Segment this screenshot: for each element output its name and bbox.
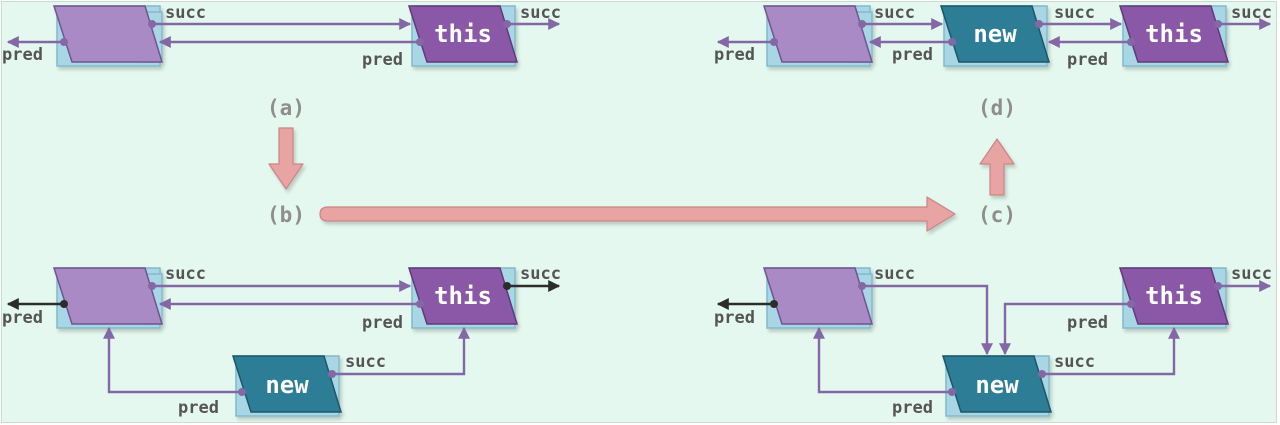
state-b: this new succ succ pred pred succ pred — [2, 264, 561, 418]
succ-label: succ — [520, 3, 561, 23]
list-node-this: this — [407, 5, 519, 67]
list-node-new: new — [231, 355, 343, 417]
node-label-this: this — [434, 282, 492, 310]
pointer-dot — [238, 388, 246, 396]
pred-label: pred — [2, 308, 43, 328]
state-a: this succ succ pred pred — [2, 3, 561, 70]
pointer-dot — [60, 300, 68, 308]
pointer-dot — [60, 38, 68, 46]
step-label-d: (d) — [978, 96, 1016, 120]
pointer-dot — [503, 282, 511, 290]
new-succ-link — [332, 326, 470, 376]
pred-label: pred — [892, 398, 933, 418]
this-pred-link — [999, 302, 1131, 356]
pointer-dot — [416, 38, 424, 46]
list-node-prev — [762, 5, 874, 67]
pred-label: pred — [1067, 50, 1108, 70]
succ-label: succ — [165, 264, 206, 284]
list-node-this: this — [407, 267, 519, 329]
succ-label: succ — [1054, 352, 1095, 372]
pred-label: pred — [714, 308, 755, 328]
succ-label: succ — [874, 264, 915, 284]
succ-label: succ — [1054, 3, 1095, 23]
pred-label: pred — [178, 398, 219, 418]
step-transitions: (a) (b) (d) (c) — [267, 96, 1016, 232]
pointer-dot — [148, 282, 156, 290]
pointer-dot — [948, 388, 956, 396]
pointer-dot — [1127, 300, 1135, 308]
pointer-dot — [416, 300, 424, 308]
new-pred-link — [813, 326, 952, 394]
step-label-b: (b) — [267, 203, 305, 227]
node-label-new: new — [975, 371, 1019, 399]
list-node-this: this — [1118, 5, 1230, 67]
list-node-prev — [762, 267, 874, 329]
pointer-dot — [770, 300, 778, 308]
pred-label: pred — [714, 45, 755, 65]
list-node-new: new — [941, 355, 1053, 417]
pointer-dot — [1035, 20, 1043, 28]
node-label-this: this — [434, 20, 492, 48]
node-label-this: this — [1145, 282, 1203, 310]
prev-succ-link — [862, 284, 993, 356]
step-label-a: (a) — [267, 96, 305, 120]
node-label-new: new — [265, 371, 309, 399]
node-label-this: this — [1145, 20, 1203, 48]
pointer-dot — [1214, 20, 1222, 28]
list-node-prev — [52, 5, 164, 67]
pointer-dot — [1127, 38, 1135, 46]
state-c: this new succ succ pred pred succ pred — [714, 264, 1272, 418]
succ-label: succ — [345, 352, 386, 372]
pointer-dot — [328, 370, 336, 378]
pointer-dot — [770, 38, 778, 46]
pred-label: pred — [362, 50, 403, 70]
succ-label: succ — [874, 3, 915, 23]
list-node-new: new — [939, 5, 1051, 67]
step-arrow-up — [979, 138, 1015, 196]
pointer-dot — [148, 20, 156, 28]
pointer-dot — [858, 20, 866, 28]
succ-label: succ — [165, 3, 206, 23]
list-node-prev — [52, 267, 164, 329]
new-succ-link — [1042, 326, 1180, 376]
state-d: new this succ succ succ pred pred pred — [714, 3, 1272, 70]
list-node-this: this — [1118, 267, 1230, 329]
new-pred-link — [103, 326, 242, 394]
pred-label: pred — [362, 313, 403, 333]
pointer-dot — [503, 20, 511, 28]
succ-label: succ — [520, 264, 561, 284]
pointer-dot — [948, 38, 956, 46]
pred-label: pred — [2, 45, 43, 65]
pointer-dot — [1038, 370, 1046, 378]
step-label-c: (c) — [978, 203, 1016, 227]
step-arrow-right — [319, 196, 956, 232]
step-arrow-down — [268, 127, 304, 190]
succ-label: succ — [1231, 264, 1272, 284]
pointer-dot — [858, 282, 866, 290]
succ-label: succ — [1231, 3, 1272, 23]
pointer-dot — [1214, 282, 1222, 290]
node-label-new: new — [973, 20, 1017, 48]
pred-label: pred — [1067, 313, 1108, 333]
pred-label: pred — [892, 45, 933, 65]
